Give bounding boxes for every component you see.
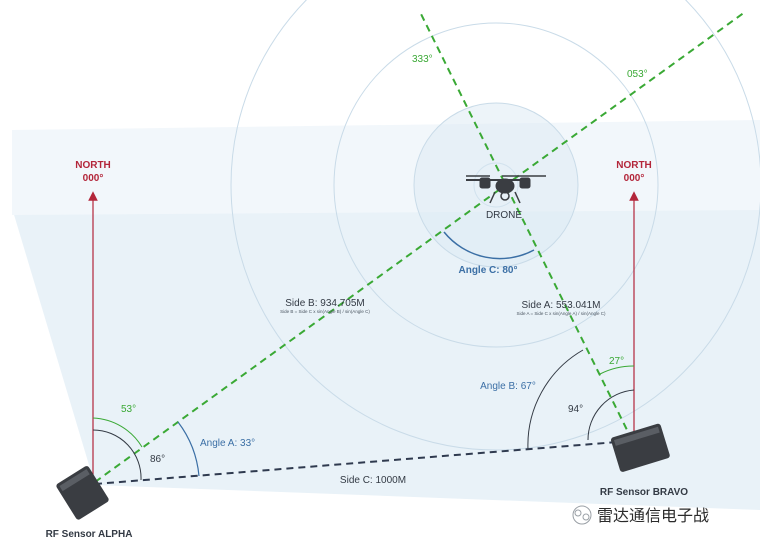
north-bravo-label: NORTH <box>616 160 652 171</box>
bearing-line-bravo <box>419 11 633 441</box>
arc-53-alpha <box>92 417 143 448</box>
angle-b-label: Angle B: 67° <box>480 381 536 392</box>
arc-86-alpha <box>92 429 142 481</box>
watermark-logo <box>572 505 592 525</box>
sensor-bravo-icon <box>610 423 670 472</box>
range-ring-3 <box>333 22 659 348</box>
north-alpha-label: NORTH <box>75 160 111 171</box>
angle-c-label: Angle C: 80° <box>458 265 517 276</box>
side-c-label: Side C: 1000M <box>340 475 406 486</box>
north-alpha-bearing: 000° <box>83 173 104 184</box>
watermark-text: 雷达通信电子战 <box>597 507 709 525</box>
side-b-formula: Side B = Side C x sin(Angle B) / sin(Ang… <box>280 309 370 314</box>
arc-94-bravo <box>587 389 635 441</box>
arc-angle-a <box>177 421 200 477</box>
bearing-line-alpha <box>94 11 746 483</box>
drone-label: DRONE <box>486 210 522 221</box>
side-a-label: Side A: 553.041M <box>522 300 601 311</box>
arc-angle-b <box>527 349 584 451</box>
range-ring-4 <box>230 0 760 451</box>
side-a-formula: Side A = Side C x sin(Angle A) / sin(Ang… <box>517 311 606 316</box>
coverage-field <box>12 195 760 510</box>
sensor-bravo-label: RF Sensor BRAVO <box>600 487 688 498</box>
sensor-alpha-icon <box>56 466 109 520</box>
bearing-333-label: 333° <box>412 54 433 65</box>
arc-27-bravo <box>599 365 635 375</box>
north-bravo-bearing: 000° <box>624 173 645 184</box>
sensor-alpha-label: RF Sensor ALPHA <box>46 529 133 540</box>
arc-angle-c <box>443 231 535 260</box>
bearing-053-label: 053° <box>627 69 648 80</box>
angle-53-label: 53° <box>121 404 136 415</box>
angle-94-label: 94° <box>568 404 583 415</box>
angle-27-label: 27° <box>609 356 624 367</box>
drone-icon <box>466 175 546 204</box>
angle-a-label: Angle A: 33° <box>200 438 255 449</box>
angle-86-label: 86° <box>150 454 165 465</box>
side-c-line <box>94 440 631 485</box>
side-b-label: Side B: 934.705M <box>285 298 365 309</box>
